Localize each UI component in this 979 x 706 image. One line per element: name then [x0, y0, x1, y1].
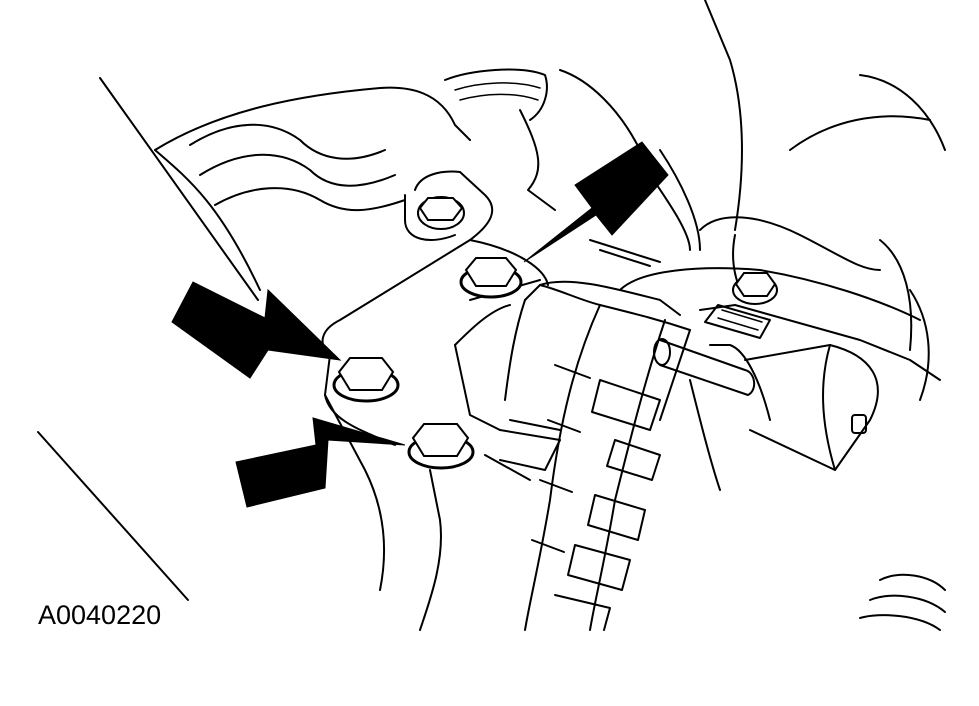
bolt-right [732, 272, 778, 305]
left-edge-line [99, 77, 259, 301]
bolt-lower [407, 423, 475, 470]
arrow-lower-left [235, 417, 406, 508]
arrow-upper-right [523, 141, 669, 263]
alternator [504, 267, 941, 631]
arrow-upper-left [171, 281, 342, 379]
lower-left-edge-line [37, 431, 189, 601]
bolt-upper-right [459, 257, 523, 299]
bolt-upper-left [417, 196, 465, 230]
engine-housing [154, 68, 641, 291]
right-components [589, 0, 946, 631]
figure-code: A0040220 [38, 600, 162, 630]
bolt-middle-left [332, 357, 400, 403]
